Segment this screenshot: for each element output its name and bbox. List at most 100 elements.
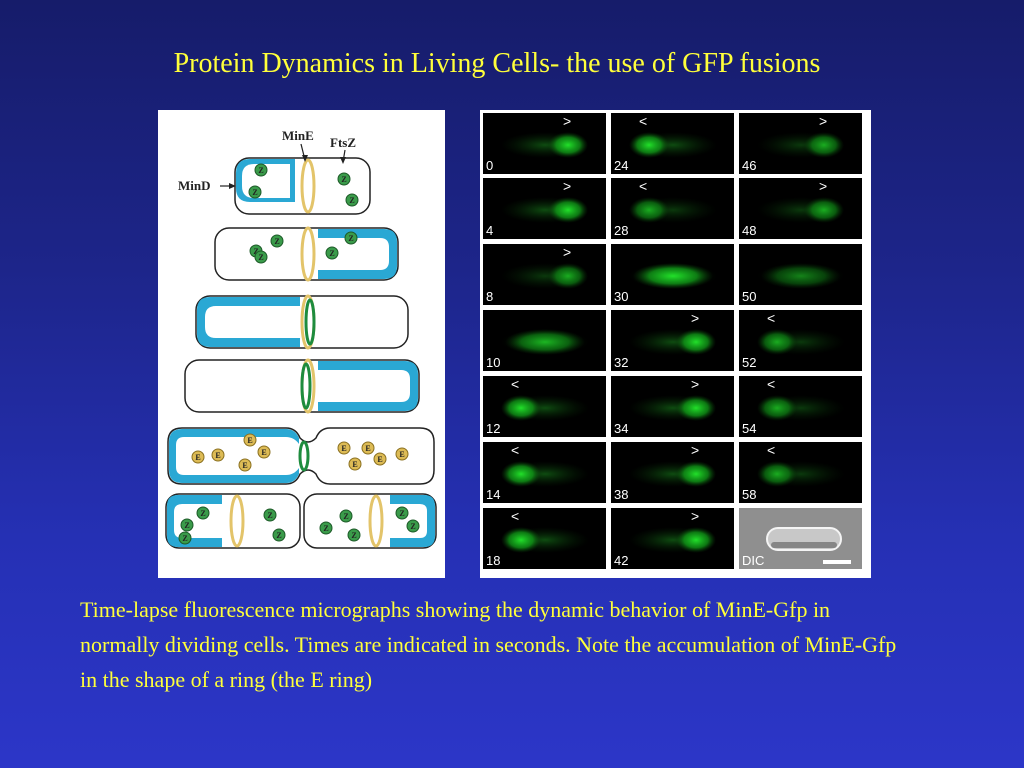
direction-arrow: < [767, 310, 776, 326]
ftsz-marker [325, 246, 339, 260]
frame-time-label: 12 [486, 421, 501, 436]
gfp-signal [501, 527, 541, 553]
frame-time-label: 52 [742, 355, 757, 370]
direction-arrow: < [639, 178, 648, 194]
direction-arrow: > [691, 508, 700, 524]
ftsz-marker [406, 519, 420, 533]
gfp-signal [757, 395, 797, 421]
ftsz-marker-label: Z [184, 521, 189, 530]
ftsz-marker [319, 521, 333, 535]
frame-time-label: 8 [486, 289, 494, 304]
ftsz-marker [263, 508, 277, 522]
frame-time-label: 24 [614, 158, 629, 173]
micrograph-frame: 18< [483, 508, 606, 569]
gfp-signal [676, 395, 716, 421]
mine-marker-label: E [261, 448, 266, 457]
z-ring [300, 158, 316, 214]
ftsz-marker-label: Z [399, 509, 404, 518]
ftsz-marker-label: Z [267, 511, 272, 520]
mine-marker [348, 457, 362, 471]
mine-marker [238, 458, 252, 472]
direction-arrow: > [563, 178, 572, 194]
mine-marker-label: E [341, 444, 346, 453]
gfp-signal [505, 329, 585, 355]
frame-time-label: 54 [742, 421, 757, 436]
cell-stage-3 [195, 294, 409, 350]
ftsz-marker-label: Z [200, 509, 205, 518]
mine-marker [191, 450, 205, 464]
mine-marker-label: E [242, 461, 247, 470]
gfp-signal [676, 527, 716, 553]
ftsz-marker-label: Z [341, 175, 346, 184]
micrograph-frame: 30 [611, 244, 734, 305]
direction-arrow: > [819, 178, 828, 194]
micrograph-frame: 38> [611, 442, 734, 503]
ftsz-marker-label: Z [276, 531, 281, 540]
direction-arrow: < [511, 508, 520, 524]
gfp-signal [676, 329, 716, 355]
gfp-signal [676, 461, 716, 487]
z-ring [300, 226, 316, 282]
gfp-signal [629, 197, 669, 223]
ftsz-marker [180, 518, 194, 532]
micrograph-frame: 32> [611, 310, 734, 371]
e-ring [298, 440, 310, 472]
frame-time-label: 30 [614, 289, 629, 304]
dic-frame: DIC [739, 508, 862, 569]
gfp-signal [633, 263, 713, 289]
mine-marker [361, 441, 375, 455]
direction-arrow: < [511, 376, 520, 392]
mine-marker-label: E [247, 436, 252, 445]
mine-marker-label: E [215, 451, 220, 460]
gfp-signal [804, 132, 844, 158]
z-ring [368, 494, 384, 548]
direction-arrow: > [691, 376, 700, 392]
ftsz-marker-label: Z [343, 512, 348, 521]
direction-arrow: < [767, 376, 776, 392]
micrograph-frame: 14 < [483, 442, 606, 503]
cell-stage-4 [184, 358, 420, 414]
micrograph-frame: 50 [739, 244, 862, 305]
frame-time-label: 32 [614, 355, 629, 370]
frame-time-label: 14 [486, 487, 501, 502]
ftsz-marker [395, 506, 409, 520]
ftsz-marker-label: Z [329, 249, 334, 258]
direction-arrow: > [563, 244, 572, 260]
mine-marker [337, 441, 351, 455]
micrograph-frame: 8> [483, 244, 606, 305]
gfp-signal [757, 329, 797, 355]
mine-marker [243, 433, 257, 447]
cell-stage-5 [167, 427, 435, 485]
mine-marker-label: E [365, 444, 370, 453]
micrograph-frame: 12 < [483, 376, 606, 437]
direction-arrow: < [511, 442, 520, 458]
ftsz-marker [178, 531, 192, 545]
micrograph-frame: 58< [739, 442, 862, 503]
ftsz-marker [248, 185, 262, 199]
direction-arrow: > [819, 113, 828, 129]
cell-stage-2 [214, 226, 399, 282]
micrograph-frame: 0> [483, 113, 606, 174]
ftsz-marker-label: Z [348, 234, 353, 243]
ftsz-marker [254, 163, 268, 177]
cell-stage-6 [165, 493, 437, 549]
mine-marker-label: E [352, 460, 357, 469]
ftsz-marker [337, 172, 351, 186]
mine-marker [373, 452, 387, 466]
mine-marker [395, 447, 409, 461]
frame-time-label: 0 [486, 158, 494, 173]
gfp-signal [548, 132, 588, 158]
ftsz-marker [272, 528, 286, 542]
ftsz-marker [339, 509, 353, 523]
ftsz-marker-label: Z [351, 531, 356, 540]
frame-time-label: 58 [742, 487, 757, 502]
frame-time-label: 28 [614, 223, 629, 238]
micrograph-frame: 4> [483, 178, 606, 239]
mine-marker [211, 448, 225, 462]
ftsz-marker-label: Z [258, 253, 263, 262]
scale-bar [823, 560, 851, 564]
micrograph-frame: 42> [611, 508, 734, 569]
micrograph-frame: 48> [739, 178, 862, 239]
ftsz-marker [345, 193, 359, 207]
gfp-signal [757, 461, 797, 487]
